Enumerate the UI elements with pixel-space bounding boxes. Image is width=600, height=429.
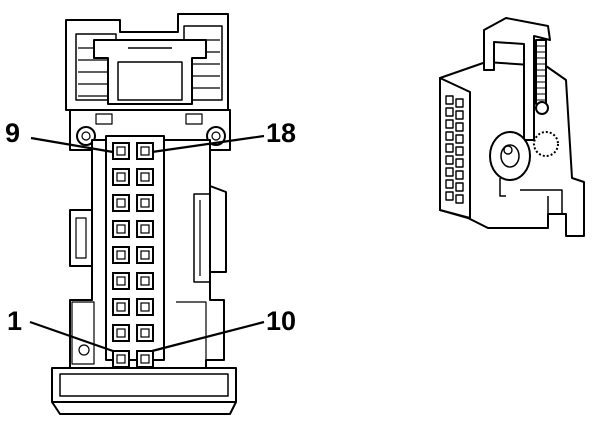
iso-pin-cavity [445, 119, 454, 129]
iso-pin-cavity [445, 179, 454, 189]
iso-pin-cavity [445, 95, 454, 105]
pin-cavity-terminal [116, 354, 126, 364]
pin-cavities [112, 142, 154, 368]
iso-pin-cavity [445, 155, 454, 165]
iso-pin-cavity [455, 170, 464, 180]
iso-pin-cavity [445, 167, 454, 177]
callout-leaders [29, 134, 265, 353]
iso-pin-cavities [445, 95, 464, 204]
pin-cavity-terminal [140, 224, 150, 234]
pin-cavity-terminal [116, 250, 126, 260]
iso-pin-cavity [455, 134, 464, 144]
iso-pin-cavity [445, 143, 454, 153]
iso-pin-cavity [445, 131, 454, 141]
iso-cam-wheel [489, 131, 559, 197]
pin-cavity-terminal [140, 328, 150, 338]
pin-cavity-terminal [140, 250, 150, 260]
pin-label-1: 1 [7, 306, 22, 336]
leader-pin-18 [151, 134, 265, 154]
pin-cavity-terminal [116, 276, 126, 286]
leader-pin-10 [151, 320, 265, 353]
iso-pin-cavity [455, 98, 464, 108]
iso-pin-cavity [455, 194, 464, 204]
iso-pin-cavity [455, 158, 464, 168]
pin-cavity-terminal [140, 302, 150, 312]
leader-pin-1 [29, 320, 114, 353]
connector-base [51, 301, 237, 415]
side-latch-right [193, 185, 227, 283]
pin-label-10: 10 [266, 306, 296, 336]
pin-cavity-terminal [116, 328, 126, 338]
iso-pin-face [439, 77, 471, 219]
connector-isometric-view [439, 17, 585, 237]
pin-cavity-terminal [140, 146, 150, 156]
pin-cavity-terminal [140, 198, 150, 208]
pin-cavity-terminal [116, 198, 126, 208]
iso-base-step [520, 189, 563, 214]
pin-cavity-terminal [140, 172, 150, 182]
pin-cavity-terminal [116, 146, 126, 156]
iso-pin-cavity [445, 107, 454, 117]
iso-pin-cavity [455, 122, 464, 132]
iso-pin-cavity [455, 182, 464, 192]
connector-front-view [51, 13, 237, 415]
pin-cavity-terminal [116, 224, 126, 234]
iso-pin-cavity [455, 110, 464, 120]
pin-label-18: 18 [266, 118, 296, 148]
pin-cavity-terminal [116, 302, 126, 312]
side-rail-left [69, 209, 93, 267]
leader-pin-9 [30, 136, 114, 154]
pin-cavity-terminal [140, 276, 150, 286]
pin-cavity-terminal [116, 172, 126, 182]
mounting-boss-right [206, 126, 226, 146]
pin-cavity-terminal [140, 354, 150, 364]
pin-label-9: 9 [5, 118, 20, 148]
iso-pin-cavity [455, 146, 464, 156]
iso-pin-cavity [445, 191, 454, 201]
connector-latch-frame [65, 13, 229, 111]
mounting-boss-left [76, 126, 96, 146]
iso-lever [483, 17, 551, 141]
